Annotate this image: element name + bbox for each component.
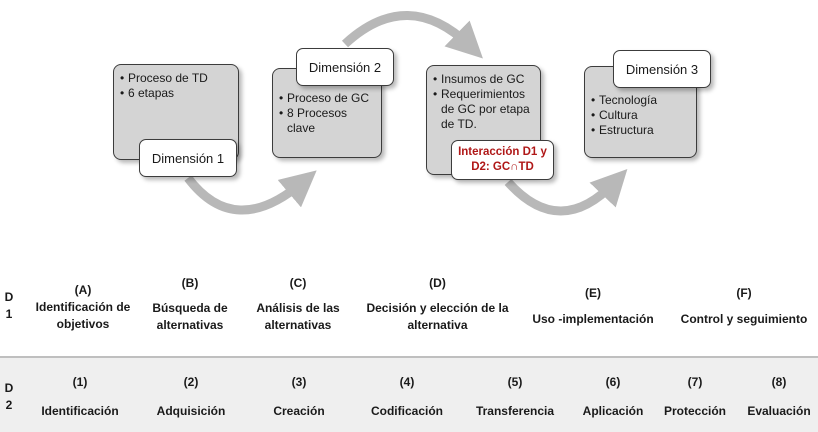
dimension-3-label: Dimensión 3 xyxy=(613,50,711,88)
dimension-2-label: Dimensión 2 xyxy=(296,48,394,86)
stage-d: (D) Decisión y elección de la alternativ… xyxy=(365,275,510,334)
bullet-item: Requerimientos de GC por etapa de TD. xyxy=(433,87,534,132)
bullet-item: Estructura xyxy=(591,123,690,138)
stage-letter: (B) xyxy=(181,276,199,290)
d2-label-n: 2 xyxy=(5,398,13,412)
process-3: (3) Creación xyxy=(258,374,340,420)
process-number: (6) xyxy=(605,375,621,389)
stage-letter: (C) xyxy=(289,276,307,290)
arrow-d2-to-interaction xyxy=(341,11,483,59)
process-name: Identificación xyxy=(41,404,119,418)
process-number: (3) xyxy=(291,375,307,389)
dimension-1-label: Dimensión 1 xyxy=(139,139,237,177)
process-number: (5) xyxy=(507,375,523,389)
bullet-item: Insumos de GC xyxy=(433,72,534,87)
stage-letter: (E) xyxy=(585,286,601,300)
process-8: (8) Evaluación xyxy=(740,374,818,420)
flow-arrows xyxy=(184,11,628,216)
stage-letter: (D) xyxy=(429,276,446,290)
arrow-interaction-to-d3 xyxy=(504,168,628,216)
d2-label-d: D xyxy=(4,381,14,395)
stage-c: (C) Análisis de las alternativas xyxy=(256,275,340,334)
stage-name: Análisis de las alternativas xyxy=(256,301,340,332)
d1-label-n: 1 xyxy=(5,307,13,321)
process-number: (7) xyxy=(687,375,703,389)
bullet-item: Proceso de TD xyxy=(120,71,232,86)
process-7: (7) Protección xyxy=(656,374,734,420)
stage-f: (F) Control y seguimiento xyxy=(675,285,813,328)
process-name: Protección xyxy=(663,404,726,418)
interaction-d1-d2-label: Interacción D1 y D2: GC∩TD xyxy=(451,140,554,180)
process-name: Creación xyxy=(273,404,325,418)
stage-letter: (F) xyxy=(736,286,752,300)
bullet-item: Cultura xyxy=(591,108,690,123)
d2-band xyxy=(0,356,818,432)
process-name: Transferencia xyxy=(475,404,555,418)
stage-e: (E) Uso -implementación xyxy=(528,285,658,328)
process-number: (4) xyxy=(399,375,415,389)
process-5: (5) Transferencia xyxy=(468,374,562,420)
dimension-3-factors-box: Tecnología Cultura Estructura xyxy=(584,66,697,158)
bullet-item: Proceso de GC xyxy=(279,91,375,106)
stage-a: (A) Identificación de objetivos xyxy=(28,282,138,333)
d2-row-label: D 2 xyxy=(2,380,16,414)
d1-label-d: D xyxy=(4,290,14,304)
process-number: (8) xyxy=(771,375,787,389)
stage-name: Control y seguimiento xyxy=(680,312,808,326)
stage-b: (B) Búsqueda de alternativas xyxy=(145,275,235,334)
process-name: Evaluación xyxy=(747,404,811,418)
stage-letter: (A) xyxy=(74,283,92,297)
process-2: (2) Adquisición xyxy=(148,374,234,420)
process-1: (1) Identificación xyxy=(30,374,130,420)
stage-name: Búsqueda de alternativas xyxy=(152,301,228,332)
process-name: Codificación xyxy=(370,404,443,418)
process-4: (4) Codificación xyxy=(360,374,454,420)
d1-row-label: D 1 xyxy=(2,289,16,323)
bullet-item: 6 etapas xyxy=(120,86,232,101)
stage-name: Decisión y elección de la alternativa xyxy=(366,301,509,332)
arrow-d1-to-d2 xyxy=(184,170,317,215)
process-name: Aplicación xyxy=(582,404,644,418)
bullet-item: Tecnología xyxy=(591,93,690,108)
process-6: (6) Aplicación xyxy=(574,374,652,420)
process-name: Adquisición xyxy=(156,404,226,418)
process-number: (1) xyxy=(72,375,88,389)
stage-name: Uso -implementación xyxy=(532,312,654,326)
process-number: (2) xyxy=(183,375,199,389)
bullet-item: 8 Procesos clave xyxy=(279,106,375,136)
stage-name: Identificación de objetivos xyxy=(35,300,131,331)
